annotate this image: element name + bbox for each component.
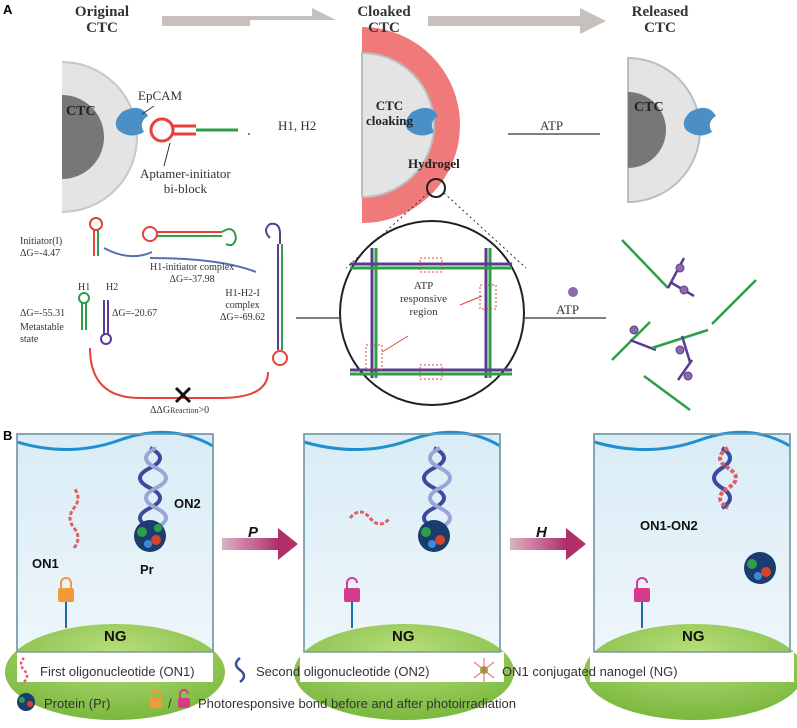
photobond-closed-icon bbox=[58, 577, 74, 602]
hybridization-arrow bbox=[510, 528, 586, 560]
on1-label: ON1 bbox=[32, 556, 59, 571]
h1-initiator-complex-label: H1-initiator complex ΔG=-37.98 bbox=[150, 262, 235, 285]
h2-dg-label: ΔG=-20.67 bbox=[112, 308, 158, 319]
hydrogel-network-zoom bbox=[339, 220, 525, 406]
h1-label: H1 bbox=[78, 282, 91, 293]
epcam-label: EpCAM bbox=[138, 88, 183, 103]
legend-lock-closed-icon bbox=[150, 689, 162, 708]
arrow-p-label: P bbox=[248, 524, 259, 541]
released-ctc-cell bbox=[627, 56, 701, 204]
protein-cluster-3 bbox=[744, 552, 776, 584]
legend-on2-icon bbox=[234, 657, 246, 683]
aptamer-initiator-label: Aptamer-initiator bi-block bbox=[140, 166, 231, 196]
on1-strand-1 bbox=[68, 487, 80, 549]
protein-cluster-2 bbox=[418, 520, 450, 552]
ddg-label: ΔΔGReaction>0 bbox=[150, 405, 209, 416]
h2-label: H2 bbox=[106, 282, 119, 293]
cloaked-cell-body bbox=[361, 51, 435, 199]
metastable-label: Metastable state bbox=[20, 322, 64, 345]
atp-molecule bbox=[568, 287, 578, 297]
legend-nanogel: ON1 conjugated nanogel (NG) bbox=[502, 664, 678, 679]
legend-protein: Protein (Pr) bbox=[44, 696, 111, 711]
panel-b-diagram: / bbox=[5, 430, 797, 720]
ng-label-2: NG bbox=[392, 628, 415, 645]
ng-label-3: NG bbox=[682, 628, 705, 645]
hairpin-reaction-cycle bbox=[78, 217, 340, 399]
on2-label: ON2 bbox=[174, 496, 201, 511]
stage-cloaked-ctc: Cloaked CTC bbox=[357, 4, 411, 36]
legend-photobond: Photoresponsive bond before and after ph… bbox=[198, 696, 516, 711]
ddg-symbol: ΔΔG bbox=[150, 405, 171, 416]
stage-box-1 bbox=[5, 430, 225, 720]
legend-protein-icon bbox=[17, 693, 35, 711]
atp-label-bottom: ATP bbox=[556, 302, 580, 317]
stage-released-ctc: Released CTC bbox=[631, 4, 689, 36]
on1-on2-label: ON1-ON2 bbox=[640, 518, 698, 533]
original-ctc-cell bbox=[0, 50, 138, 230]
hydrogel-label: Hydrogel bbox=[408, 156, 460, 171]
cloaked-epcam-receptor bbox=[405, 107, 438, 136]
released-fragments bbox=[611, 239, 757, 412]
ddg-tail: >0 bbox=[198, 405, 210, 416]
photoirradiation-arrow bbox=[222, 528, 298, 560]
legend-nanogel-icon bbox=[473, 658, 495, 682]
legend-first-oligo: First oligonucleotide (ON1) bbox=[40, 664, 195, 679]
stage-original-ctc: Original CTC bbox=[74, 4, 130, 36]
initiator-label: Initiator(I) ΔG=-4.47 bbox=[20, 236, 63, 259]
on2-helix-1 bbox=[138, 446, 168, 530]
on1-on2-duplex bbox=[712, 446, 738, 510]
atp-responsive-region-label: ATP responsive region bbox=[400, 280, 448, 318]
on1-strand-2 bbox=[348, 510, 392, 526]
panel-a-diagram bbox=[0, 8, 757, 412]
photobond-open-icon-2 bbox=[634, 577, 650, 602]
process-arrow-2 bbox=[428, 8, 606, 34]
ctc-cloaking-label: CTC cloaking bbox=[366, 98, 413, 128]
ddg-subscript: Reaction bbox=[170, 406, 199, 415]
hydrogel-zoom-point bbox=[426, 178, 446, 198]
protein-cluster-1 bbox=[134, 520, 166, 552]
legend-lock-open-icon bbox=[178, 689, 190, 708]
arrow-h-label: H bbox=[536, 524, 547, 541]
aptamer-loop bbox=[149, 117, 175, 143]
ctc-label-released: CTC bbox=[634, 100, 664, 115]
h1-dg-label: ΔG=-55.31 bbox=[20, 308, 66, 319]
epcam-receptor bbox=[115, 107, 148, 136]
on2-helix-2 bbox=[422, 446, 452, 530]
photobond-open-icon-1 bbox=[344, 577, 360, 602]
panel-b-letter: B bbox=[3, 428, 13, 443]
ng-label-1: NG bbox=[104, 628, 127, 645]
legend-second-oligo: Second oligonucleotide (ON2) bbox=[256, 664, 430, 679]
no-reaction-mark bbox=[174, 386, 192, 404]
atp-label-top: ATP bbox=[540, 118, 564, 133]
h1h2-label: H1, H2 bbox=[278, 118, 317, 133]
stage-box-3 bbox=[584, 430, 797, 720]
legend-slash: / bbox=[168, 696, 172, 711]
panel-a-letter: A bbox=[3, 2, 13, 17]
pr-label: Pr bbox=[140, 562, 154, 577]
h1h2i-complex-label: H1-H2-I complex ΔG=-69.62 bbox=[220, 288, 266, 323]
released-epcam-receptor bbox=[683, 107, 716, 136]
ctc-label-original: CTC bbox=[66, 104, 96, 119]
